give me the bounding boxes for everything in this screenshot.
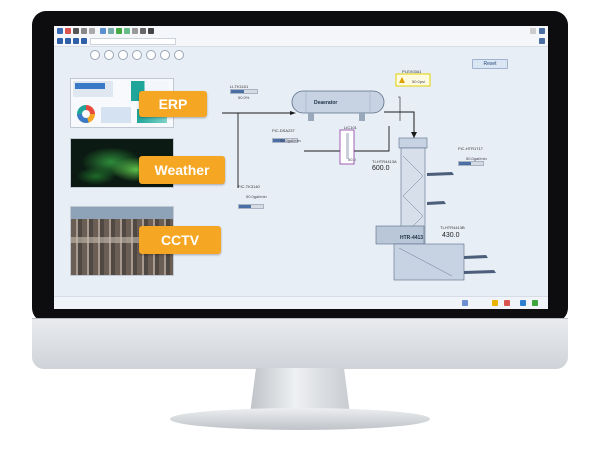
value-fic-tk: 50.0gal/min <box>246 194 267 199</box>
display-icon[interactable] <box>140 28 146 34</box>
globe-icon[interactable] <box>81 28 87 34</box>
display-controls <box>90 50 184 60</box>
status-bar <box>54 296 548 309</box>
alarm-icon[interactable] <box>492 300 498 306</box>
tag-fic-htr1717[interactable]: FIC-HTR1717 <box>458 146 483 151</box>
tag-ti-htr4413a[interactable]: TI-HTR4413A <box>372 159 397 164</box>
control-button[interactable] <box>174 50 184 60</box>
toolbar-nav <box>54 36 548 47</box>
forward-icon[interactable] <box>65 38 71 44</box>
weather-callout: Weather <box>139 156 225 184</box>
tag-fic-dsa237[interactable]: FIC-DSA237 <box>272 128 295 133</box>
status-icon[interactable] <box>532 300 538 306</box>
control-button[interactable] <box>104 50 114 60</box>
value-lic: 50.0 <box>348 157 356 162</box>
process-graphic <box>222 73 496 281</box>
tag-fic-tk3140[interactable]: FIC-TK3140 <box>238 184 260 189</box>
control-button[interactable] <box>146 50 156 60</box>
screen: Reset LI-TK110 <box>54 26 548 309</box>
tag-ti-htr4413b[interactable]: TI-HTR4413B <box>440 225 465 230</box>
flow-bar <box>458 161 484 166</box>
info-icon[interactable] <box>520 300 526 306</box>
monitor-stand-base <box>170 408 430 430</box>
heater-label: HTR-4413 <box>400 235 424 241</box>
cctv-callout: CCTV <box>139 226 221 254</box>
flow-bar <box>238 204 264 209</box>
deaerator-label: Deaerator <box>314 100 338 106</box>
settings-icon[interactable] <box>73 28 79 34</box>
tool-icon[interactable] <box>89 28 95 34</box>
monitor-chin <box>32 318 568 369</box>
minimize-icon[interactable] <box>530 28 536 34</box>
control-button[interactable] <box>160 50 170 60</box>
control-button[interactable] <box>118 50 128 60</box>
up-icon[interactable] <box>73 38 79 44</box>
value-fic-htr: 50.0gal/min <box>466 156 487 161</box>
back-icon[interactable] <box>57 38 63 44</box>
tag-pi-ex0341[interactable]: PI-EX0341 <box>402 69 422 74</box>
grid-icon[interactable] <box>108 28 114 34</box>
menu-icon[interactable] <box>539 38 545 44</box>
erp-callout: ERP <box>139 91 207 117</box>
control-button[interactable] <box>132 50 142 60</box>
control-button[interactable] <box>90 50 100 60</box>
search-icon[interactable] <box>57 28 63 34</box>
trend-icon[interactable] <box>124 28 130 34</box>
monitor-stand-neck <box>250 368 350 414</box>
chart-icon[interactable] <box>116 28 122 34</box>
reset-button[interactable]: Reset <box>472 59 508 69</box>
tag-li-tk1101[interactable]: LI-TK1101 <box>230 84 249 89</box>
value-li: 50.0% <box>238 95 250 100</box>
flow-bar <box>272 138 298 143</box>
expand-icon[interactable] <box>539 28 545 34</box>
value-fic-dsa: 50.0gal/min <box>280 138 301 143</box>
home-icon[interactable] <box>81 38 87 44</box>
heart-icon[interactable] <box>65 28 71 34</box>
print-icon[interactable] <box>132 28 138 34</box>
tag-lic101[interactable]: LIC101 <box>344 125 357 130</box>
window-icon[interactable] <box>148 28 154 34</box>
level-bar <box>230 89 258 94</box>
value-ti-b: 430.0 <box>442 232 460 239</box>
layout-icon[interactable] <box>100 28 106 34</box>
notification-icon[interactable] <box>504 300 510 306</box>
breadcrumb[interactable] <box>90 38 176 45</box>
chart-icon[interactable] <box>462 300 468 306</box>
value-pi: 50.0psi <box>412 79 425 84</box>
value-ti-a: 600.0 <box>372 165 390 172</box>
